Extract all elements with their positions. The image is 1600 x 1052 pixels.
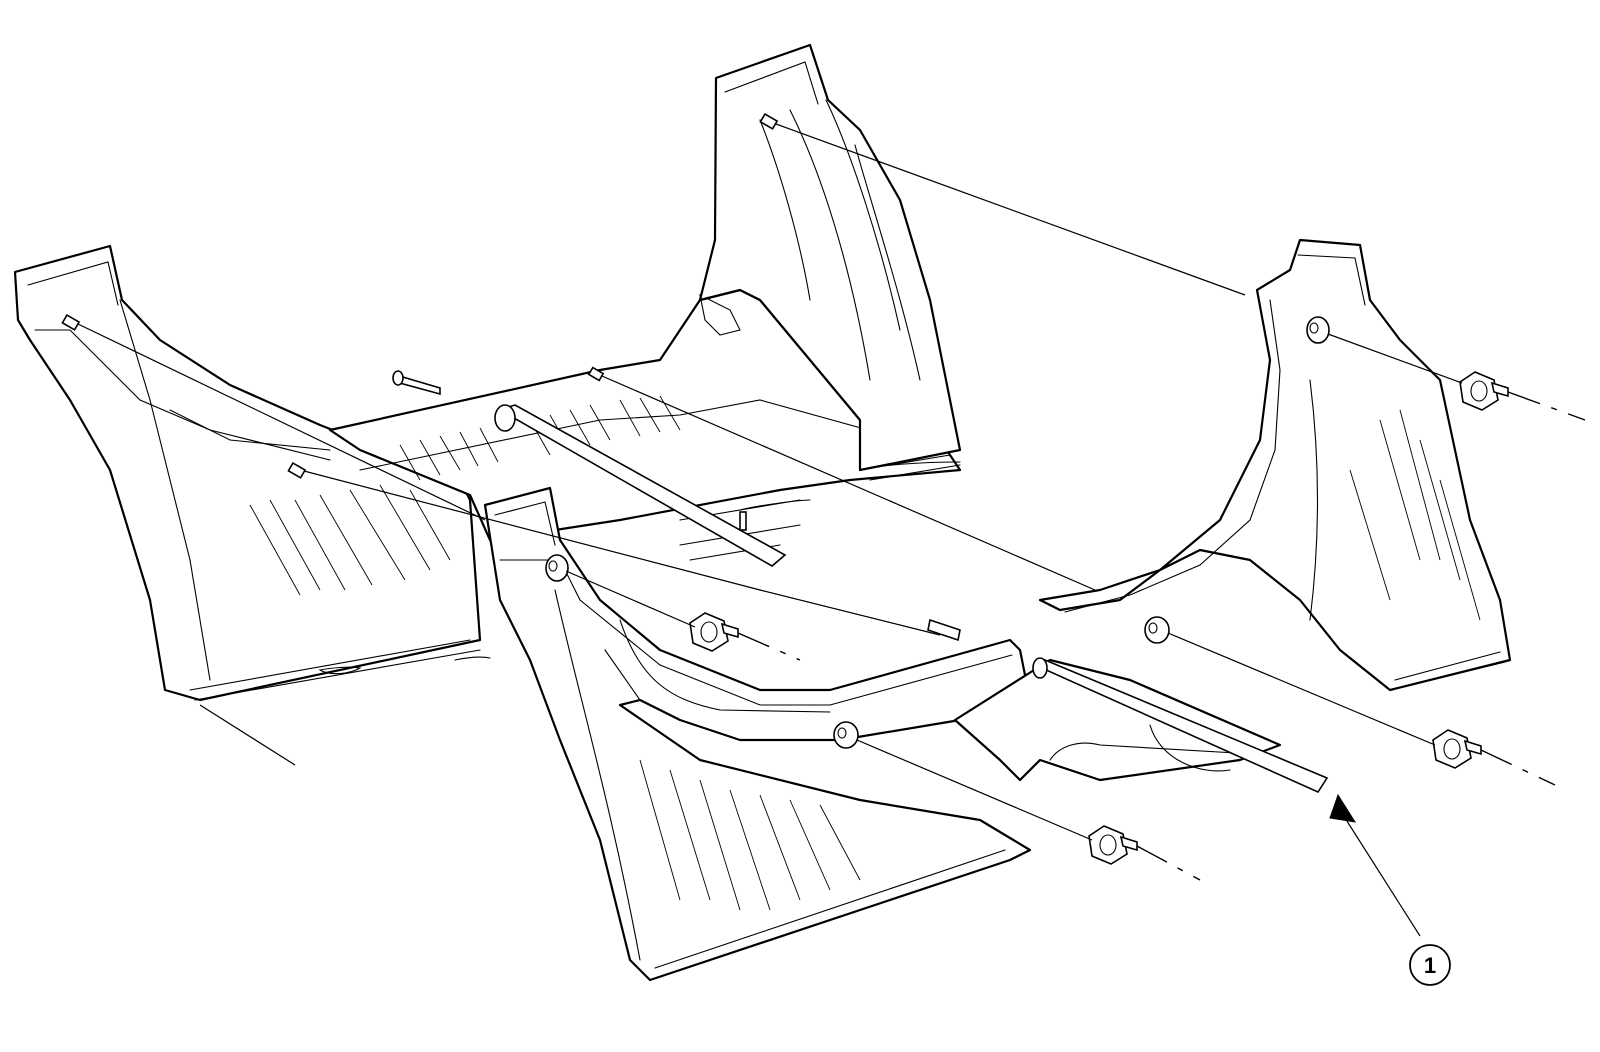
callout-1: 1	[1329, 793, 1451, 986]
stud-top-center	[759, 112, 779, 130]
stud-upper-left	[61, 313, 81, 331]
lower-crossmember	[953, 658, 1282, 782]
dashed-fastener-lines	[737, 391, 1586, 881]
callout-1-circle	[1409, 944, 1451, 986]
rear-right-splash-shield	[698, 43, 962, 481]
flange-nut-center	[689, 612, 739, 652]
pin-upper	[392, 370, 441, 396]
stud-left-mid	[287, 461, 307, 479]
callout-1-arrowhead	[1329, 793, 1357, 823]
flange-nut-bottom-center	[1088, 825, 1138, 865]
alignment-lines	[77, 123, 1463, 841]
front-left-splash-shield	[483, 486, 1032, 982]
hole-front-left-upper	[545, 554, 569, 582]
flange-nut-right-lower	[1432, 729, 1482, 769]
crossbar-rod-lower	[1032, 657, 1329, 794]
flange-nut-top-right	[1459, 371, 1509, 411]
callout-1-label: 1	[1424, 953, 1436, 978]
stud-center	[587, 366, 747, 531]
hole-front-right-lower	[1144, 616, 1170, 644]
hole-front-right-upper	[1306, 316, 1330, 344]
crossbar-rod-upper	[494, 404, 787, 567]
pin-center	[927, 618, 961, 642]
rear-left-splash-shield	[13, 244, 491, 702]
front-right-splash-shield	[1038, 238, 1512, 692]
hole-front-left-lower	[833, 721, 859, 749]
